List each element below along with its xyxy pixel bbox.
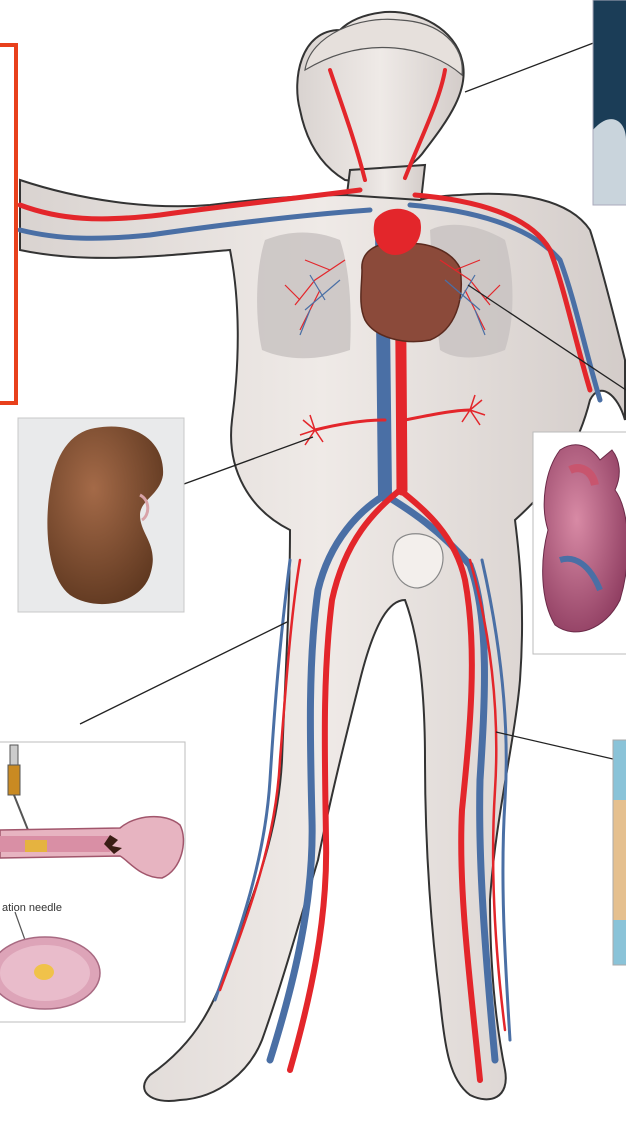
left-lung bbox=[257, 233, 351, 359]
inset-brain-photo bbox=[593, 0, 626, 205]
inset-bone-marrow-diagram: ation needle bbox=[0, 742, 185, 1022]
inset-red-frame bbox=[0, 45, 16, 403]
inset-kidney-photo bbox=[18, 418, 184, 612]
inset-leg-photo bbox=[613, 740, 626, 965]
aspiration-needle-label: ation needle bbox=[2, 902, 62, 914]
inset-heart-illustration bbox=[533, 432, 626, 654]
